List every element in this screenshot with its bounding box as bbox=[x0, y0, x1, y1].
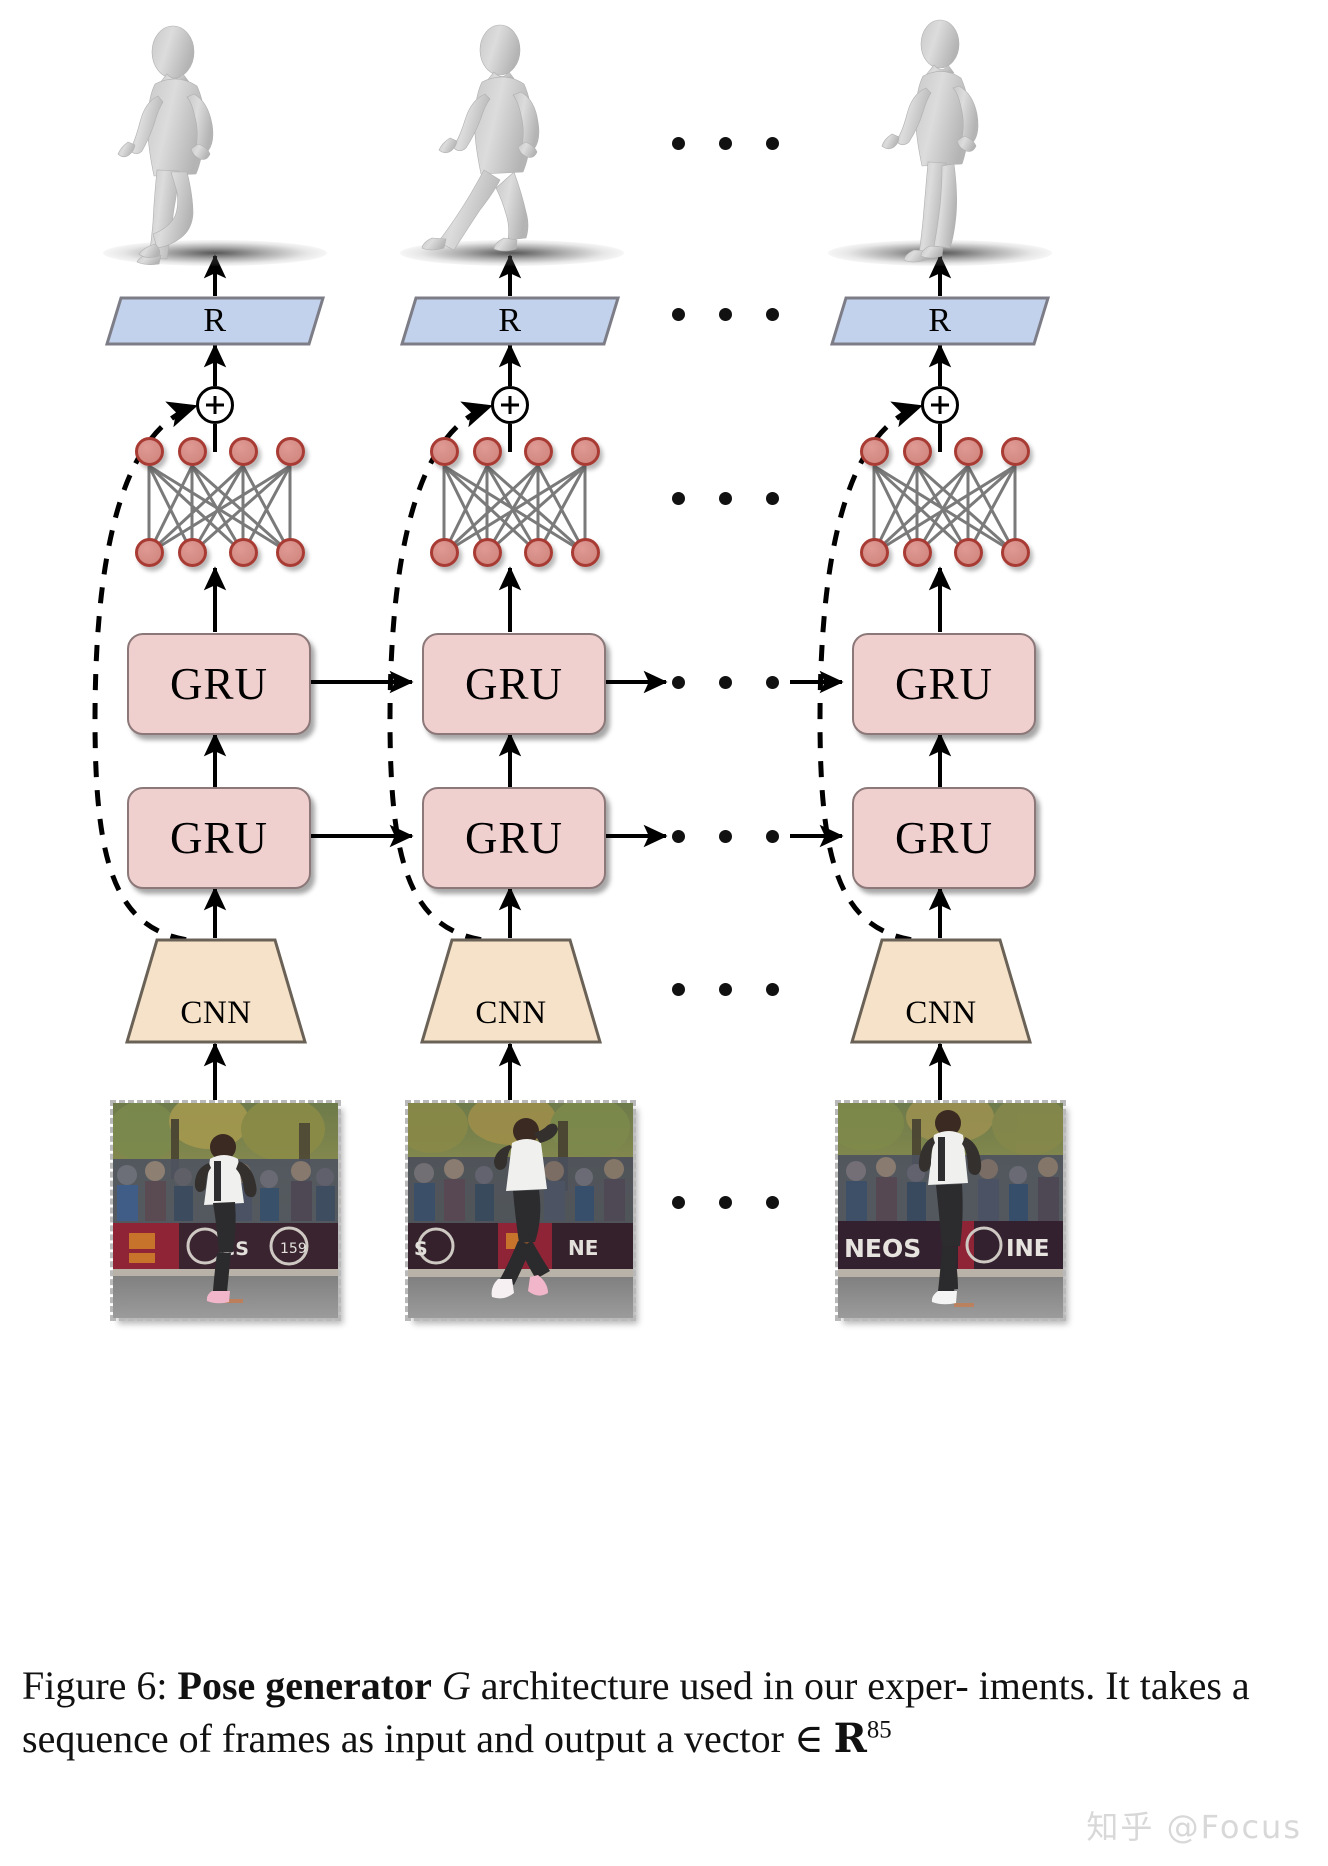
mlp-neuron bbox=[571, 437, 600, 466]
residual-add-operator-3 bbox=[921, 386, 959, 424]
mlp-neuron bbox=[229, 437, 258, 466]
mlp-neuron bbox=[135, 538, 164, 567]
ellipsis-frame-row bbox=[672, 1196, 779, 1209]
watermark: 知乎 @Focus bbox=[1086, 1808, 1302, 1846]
caption-rest-line1: architecture used in our exper- bbox=[480, 1663, 969, 1708]
runner-photo-svg: CS 159 bbox=[113, 1103, 338, 1318]
mlp-neuron bbox=[473, 437, 502, 466]
mlp-neuron bbox=[430, 538, 459, 567]
mlp-neuron bbox=[276, 437, 305, 466]
mlp-neuron bbox=[1001, 437, 1030, 466]
r-block-3[interactable]: R bbox=[830, 296, 1050, 346]
gru-label: GRU bbox=[464, 659, 563, 709]
ellipsis-cnn-row bbox=[672, 983, 779, 996]
figure-caption: Figure 6: Pose generator G architecture … bbox=[22, 1660, 1292, 1766]
caption-line3-prefix: vector bbox=[684, 1715, 784, 1761]
gru-lower-1[interactable]: GRU bbox=[127, 787, 311, 889]
mlp-neuron bbox=[571, 538, 600, 567]
r-block-label: R bbox=[203, 302, 227, 339]
ellipsis-gru-lower-row bbox=[672, 830, 779, 843]
svg-text:NEOS: NEOS bbox=[844, 1234, 921, 1263]
ellipsis-mlp-row bbox=[672, 492, 779, 505]
cnn-block-label: CNN bbox=[905, 994, 977, 1031]
gru-label: GRU bbox=[894, 813, 993, 863]
input-frame-3: NEOS INE bbox=[835, 1100, 1066, 1321]
mesh-body-svg bbox=[421, 24, 540, 252]
svg-text:NE: NE bbox=[568, 1236, 598, 1260]
mlp-neuron bbox=[178, 538, 207, 567]
cnn-block-label: CNN bbox=[180, 994, 252, 1031]
mlp-neuron bbox=[954, 538, 983, 567]
gru-label: GRU bbox=[169, 813, 268, 863]
gru-label: GRU bbox=[894, 659, 993, 709]
mlp-neuron bbox=[524, 538, 553, 567]
mesh-body-svg bbox=[117, 25, 214, 265]
mlp-neuron bbox=[276, 538, 305, 567]
cnn-block-label: CNN bbox=[475, 994, 547, 1031]
caption-bold: Pose generator bbox=[177, 1663, 432, 1708]
mesh-body-svg bbox=[881, 19, 979, 263]
residual-add-operator-2 bbox=[491, 386, 529, 424]
gru-lower-3[interactable]: GRU bbox=[852, 787, 1036, 889]
mlp-neuron bbox=[473, 538, 502, 567]
runner-photo-svg: NEOS INE bbox=[838, 1103, 1063, 1318]
gru-lower-2[interactable]: GRU bbox=[422, 787, 606, 889]
gru-label: GRU bbox=[464, 813, 563, 863]
runner-photo-svg: S NE bbox=[408, 1103, 633, 1318]
mlp-neuron bbox=[954, 437, 983, 466]
caption-prefix: Figure 6: bbox=[22, 1663, 168, 1708]
svg-text:S: S bbox=[414, 1238, 428, 1260]
cnn-block-1[interactable]: CNN bbox=[125, 938, 307, 1044]
input-frame-2: S NE bbox=[405, 1100, 636, 1321]
ellipsis-mesh-row bbox=[672, 137, 779, 150]
ellipsis-gru-upper-row bbox=[672, 676, 779, 689]
svg-text:INE: INE bbox=[1006, 1236, 1050, 1262]
residual-add-operator-1 bbox=[196, 386, 234, 424]
svg-text:159: 159 bbox=[280, 1241, 307, 1257]
mlp-neuron bbox=[1001, 538, 1030, 567]
caption-line2: iments. It takes a sequence of frames as… bbox=[22, 1663, 1250, 1761]
mlp-neuron bbox=[229, 538, 258, 567]
r-block-label: R bbox=[928, 302, 952, 339]
caption-exponent: 85 bbox=[866, 1716, 892, 1744]
caption-set-symbol: R bbox=[833, 1714, 867, 1762]
mlp-neuron bbox=[903, 538, 932, 567]
mlp-neuron bbox=[178, 437, 207, 466]
gru-upper-1[interactable]: GRU bbox=[127, 633, 311, 735]
cnn-block-2[interactable]: CNN bbox=[420, 938, 602, 1044]
r-block-label: R bbox=[498, 302, 522, 339]
caption-generator-symbol: G bbox=[441, 1663, 471, 1708]
gru-label: GRU bbox=[169, 659, 268, 709]
ellipsis-r-row bbox=[672, 308, 779, 321]
mlp-neuron bbox=[903, 437, 932, 466]
caption-member-symbol: ∈ bbox=[793, 1715, 824, 1761]
r-block-1[interactable]: R bbox=[105, 296, 325, 346]
gru-upper-2[interactable]: GRU bbox=[422, 633, 606, 735]
cnn-block-3[interactable]: CNN bbox=[850, 938, 1032, 1044]
smpl-mesh-render-1 bbox=[95, 10, 335, 272]
input-frame-1: CS 159 bbox=[110, 1100, 341, 1321]
mlp-neuron bbox=[430, 437, 459, 466]
smpl-mesh-render-3 bbox=[820, 10, 1060, 272]
mlp-neuron bbox=[524, 437, 553, 466]
mlp-neuron bbox=[135, 437, 164, 466]
mlp-neuron bbox=[860, 538, 889, 567]
mlp-neuron bbox=[860, 437, 889, 466]
r-block-2[interactable]: R bbox=[400, 296, 620, 346]
smpl-mesh-render-2 bbox=[392, 10, 632, 272]
gru-upper-3[interactable]: GRU bbox=[852, 633, 1036, 735]
